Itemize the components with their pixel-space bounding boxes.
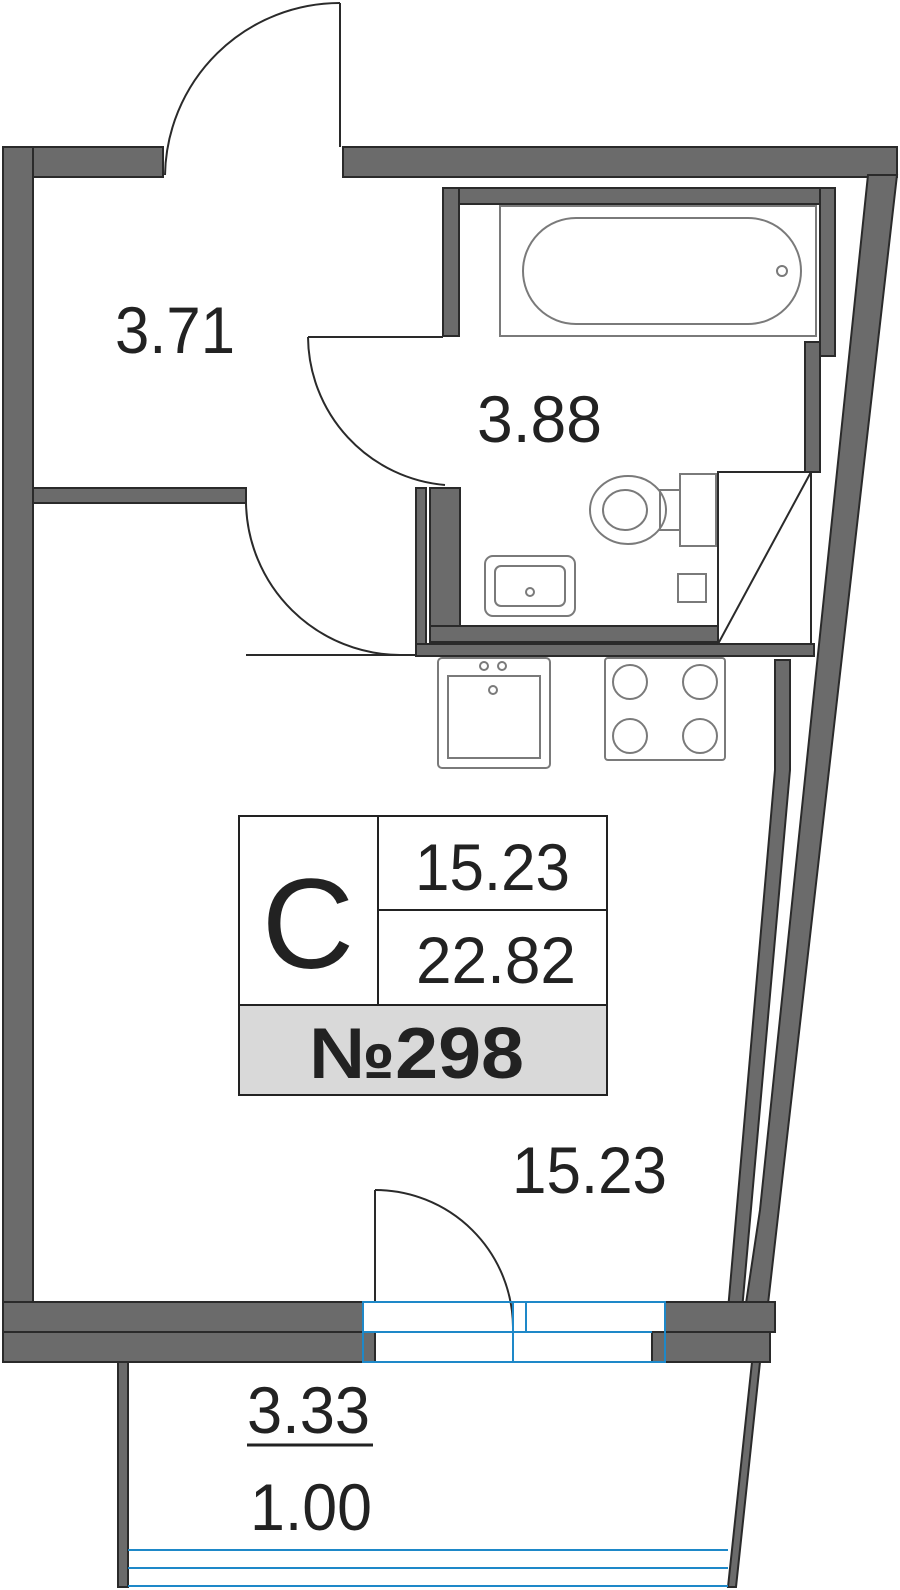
bottom-wall-right-lower xyxy=(651,1331,771,1363)
washbasin-drain xyxy=(525,587,535,597)
balcony-coefficient: 1.00 xyxy=(250,1470,372,1544)
stove xyxy=(604,657,726,761)
bath-wall-top xyxy=(442,187,836,205)
kitchen-sink-bowl xyxy=(447,675,541,759)
stove-burner-2 xyxy=(682,664,718,700)
room-door-swing xyxy=(245,502,401,656)
hall-partition xyxy=(32,487,247,504)
floor-drain xyxy=(677,573,707,603)
bath-wall-left-lower xyxy=(429,487,461,642)
toilet-tank xyxy=(679,473,717,547)
bath-wall-right-upper xyxy=(819,187,836,357)
apartment-type-letter: C xyxy=(262,853,354,996)
toilet-seat xyxy=(602,489,648,531)
left-wall xyxy=(2,146,34,1303)
bathtub-drain xyxy=(776,265,788,277)
kitchen-sink xyxy=(437,657,551,769)
bath-wall-left-upper xyxy=(442,187,460,337)
vent-shaft xyxy=(717,471,812,645)
washbasin-bowl xyxy=(494,565,566,607)
balcony-left-rail xyxy=(117,1361,129,1588)
living-area: 15.23 xyxy=(415,830,570,904)
washbasin xyxy=(484,555,576,617)
apartment-legend: C 15.23 22.82 №298 xyxy=(238,815,608,1096)
bottom-wall-left-lower xyxy=(2,1331,376,1363)
bathtub xyxy=(499,205,817,337)
top-wall-right xyxy=(342,146,898,178)
bottom-wall-left-upper xyxy=(2,1301,364,1333)
kitchen-wall xyxy=(415,643,815,657)
toilet-bowl xyxy=(589,475,667,545)
bath-wall-right-lower xyxy=(804,341,821,473)
toilet-neck xyxy=(659,489,681,531)
hall-area: 3.71 xyxy=(115,293,235,367)
kitchen-sink-drain xyxy=(488,685,498,695)
main-room-area: 15.23 xyxy=(512,1133,667,1207)
bath-wall-bottom xyxy=(429,625,719,643)
bath-door-swing xyxy=(307,336,446,486)
balcony-door-swing xyxy=(374,1189,514,1328)
kitchen-sink-tap-2 xyxy=(497,661,507,671)
total-area: 22.82 xyxy=(416,923,576,997)
bathroom-area: 3.88 xyxy=(477,382,602,456)
balcony-area: 3.33 xyxy=(247,1373,370,1447)
bath-wall-left-thin xyxy=(415,487,427,654)
stove-burner-4 xyxy=(682,718,718,754)
vent-shaft-diagonal xyxy=(717,471,812,645)
stove-burner-1 xyxy=(612,664,648,700)
balcony-right-rail xyxy=(726,1361,762,1588)
bathtub-basin xyxy=(522,217,802,325)
legend-band xyxy=(239,1005,607,1095)
legend-frame xyxy=(238,815,608,1096)
stove-burner-3 xyxy=(612,718,648,754)
kitchen-sink-tap-1 xyxy=(479,661,489,671)
apartment-number: №298 xyxy=(309,1014,524,1094)
bottom-wall-right-upper xyxy=(664,1301,776,1333)
entry-door-swing xyxy=(164,2,341,176)
